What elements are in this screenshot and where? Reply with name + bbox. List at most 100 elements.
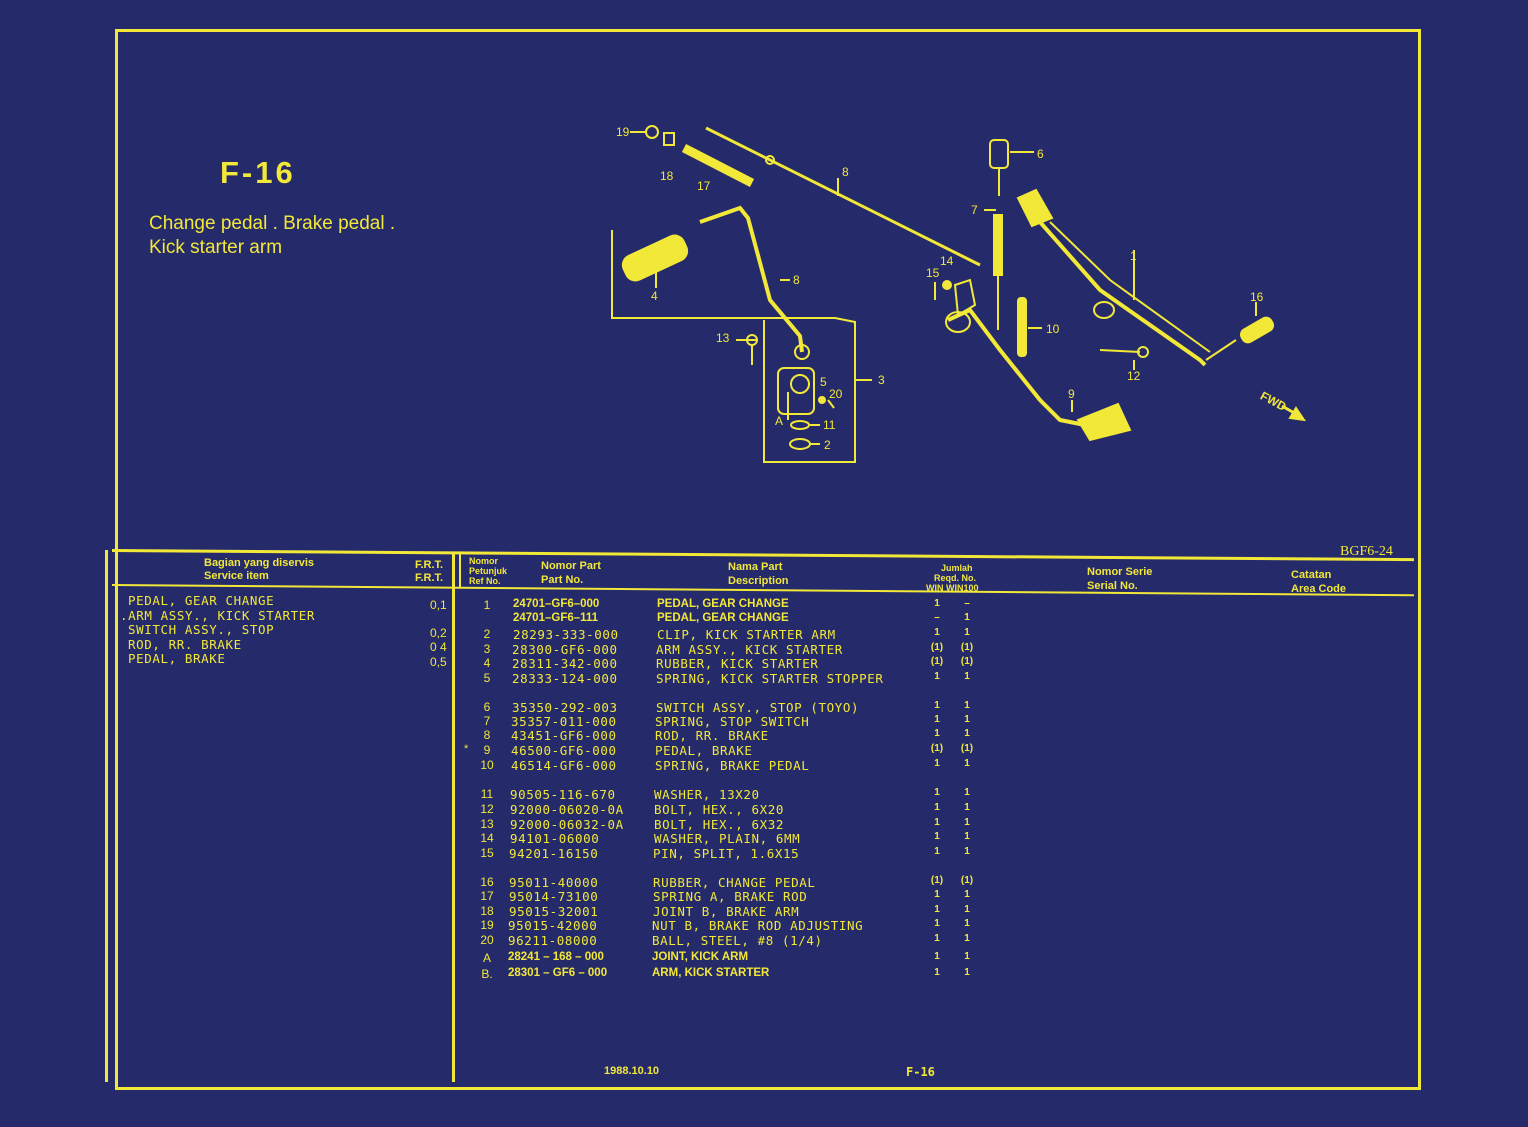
row-qty-win100: 1 [964, 904, 970, 915]
drawing-code: BGF6-24 [1340, 544, 1393, 559]
diagram-label-3: 3 [878, 373, 885, 387]
diagram-label-8-top: 8 [842, 165, 849, 179]
row-part-no: 94201-16150 [509, 846, 599, 861]
footer-page: F-16 [906, 1065, 935, 1079]
row-description: SPRING A, BRAKE ROD [653, 889, 808, 904]
row-ref: 11 [480, 787, 494, 801]
footer-date: 1988.10.10 [604, 1065, 660, 1077]
row-part-no: 28241 – 168 – 000 [508, 951, 604, 963]
row-part-no: 35350-292-003 [512, 700, 618, 715]
row-ref: B. [481, 967, 493, 981]
row-qty-win: – [934, 612, 940, 623]
row-part-no: 95014-73100 [509, 889, 599, 904]
row-description: WASHER, PLAIN, 6MM [654, 831, 801, 846]
row-qty-win: 1 [934, 918, 940, 929]
diagram-label-1: 1 [1130, 249, 1137, 263]
frt-header-en: F.R.T. [415, 572, 444, 584]
row-part-no: 28293-333-000 [513, 627, 619, 642]
row-part-no: 95015-42000 [508, 918, 598, 933]
row-ref: 12 [480, 802, 494, 816]
desc-header-id: Nama Part [728, 561, 783, 573]
row-qty-win: 1 [934, 787, 940, 798]
row-qty-win100: 1 [964, 831, 970, 842]
row-qty-win100: 1 [964, 967, 970, 978]
row-qty-win: 1 [934, 802, 940, 813]
row-qty-win100: 1 [964, 817, 970, 828]
row-part-no: 28301 – GF6 – 000 [508, 967, 608, 979]
row-part-no: 46500-GF6-000 [511, 743, 617, 758]
diagram-label-18: 18 [660, 169, 674, 183]
part-header-id: Nomor Part [541, 560, 601, 572]
row-qty-win100: 1 [964, 758, 970, 769]
row-description: PIN, SPLIT, 1.6X15 [653, 846, 800, 861]
row-description: WASHER, 13X20 [654, 787, 760, 802]
row-ref: 1 [483, 598, 491, 612]
diagram-label-9: 9 [1068, 387, 1075, 401]
diagram-label-A: A [775, 414, 783, 428]
row-ref: 19 [480, 918, 494, 932]
row-qty-win100: (1) [960, 875, 974, 886]
row-description: ARM ASSY., KICK STARTER [656, 642, 843, 657]
diagram-label-13: 13 [716, 331, 730, 345]
part-header-en: Part No. [541, 574, 584, 586]
frame-left-line [105, 550, 108, 1082]
row-qty-win: 1 [934, 728, 940, 739]
row-qty-win: 1 [934, 598, 940, 609]
row-description: SWITCH ASSY., STOP (TOYO) [656, 700, 860, 715]
row-qty-win100: 1 [964, 889, 970, 900]
row-description: PEDAL, GEAR CHANGE [657, 612, 789, 624]
row-part-no: 90505-116-670 [510, 787, 616, 802]
row-ref: 3 [483, 642, 491, 656]
row-part-no: 35357-011-000 [511, 714, 617, 729]
row-part-no: 28333-124-000 [512, 671, 618, 686]
service-item-2: .ARM ASSY., KICK STARTER [120, 608, 316, 623]
ref-header-en: Ref No. [469, 576, 501, 586]
diagram-label-4: 4 [651, 289, 658, 303]
qty-header-id: Jumlah [941, 563, 973, 573]
row-qty-win: 1 [934, 817, 940, 828]
row-qty-win100: (1) [960, 656, 974, 667]
row-ref: 14 [480, 831, 494, 845]
row-ref: A [482, 951, 491, 965]
row-part-no: 43451-GF6-000 [511, 728, 617, 743]
row-qty-win: 1 [934, 831, 940, 842]
row-qty-win100: (1) [960, 743, 974, 754]
section-code: F-16 [220, 155, 296, 190]
row-qty-win100: 1 [964, 627, 970, 638]
row-description: PEDAL, GEAR CHANGE [657, 598, 789, 610]
row-star-mark: * [464, 743, 469, 755]
row-qty-win: (1) [930, 743, 944, 754]
row-ref: 15 [480, 846, 494, 860]
frt-value-1: 0,1 [430, 598, 447, 612]
fwd-label: FWD [1258, 389, 1289, 414]
row-ref: 13 [480, 817, 494, 831]
diagram-label-2: 2 [824, 438, 831, 452]
row-description: RUBBER, KICK STARTER [656, 656, 819, 671]
row-qty-win: 1 [934, 904, 940, 915]
row-ref: 6 [483, 700, 491, 714]
diagram-label-7: 7 [971, 203, 978, 217]
row-description: SPRING, KICK STARTER STOPPER [656, 671, 884, 686]
exploded-parts-diagram: 1 2 3 4 5 6 7 8 8 9 10 11 12 13 14 15 16… [611, 125, 1307, 463]
service-header-id: Bagian yang diservis [204, 557, 315, 569]
serial-header-id: Nomor Serie [1087, 566, 1153, 578]
row-part-no: 96211-08000 [508, 933, 598, 948]
row-ref: 2 [483, 627, 491, 641]
row-ref: 10 [480, 758, 494, 772]
row-qty-win100: 1 [964, 612, 970, 623]
row-part-no: 24701–GF6–000 [513, 598, 600, 610]
row-qty-win: 1 [934, 627, 940, 638]
row-qty-win100: 1 [964, 951, 970, 962]
row-qty-win100: 1 [964, 728, 970, 739]
row-qty-win100: – [964, 598, 970, 609]
row-ref: 16 [480, 875, 494, 889]
diagram-label-10: 10 [1046, 322, 1060, 336]
row-qty-win100: 1 [964, 714, 970, 725]
row-description: ROD, RR. BRAKE [655, 728, 769, 743]
diagram-label-20: 20 [829, 387, 843, 401]
row-ref: 9 [483, 743, 491, 757]
row-qty-win: 1 [934, 967, 940, 978]
row-qty-win: 1 [934, 889, 940, 900]
diagram-label-8: 8 [793, 273, 800, 287]
row-description: JOINT B, BRAKE ARM [653, 904, 800, 919]
